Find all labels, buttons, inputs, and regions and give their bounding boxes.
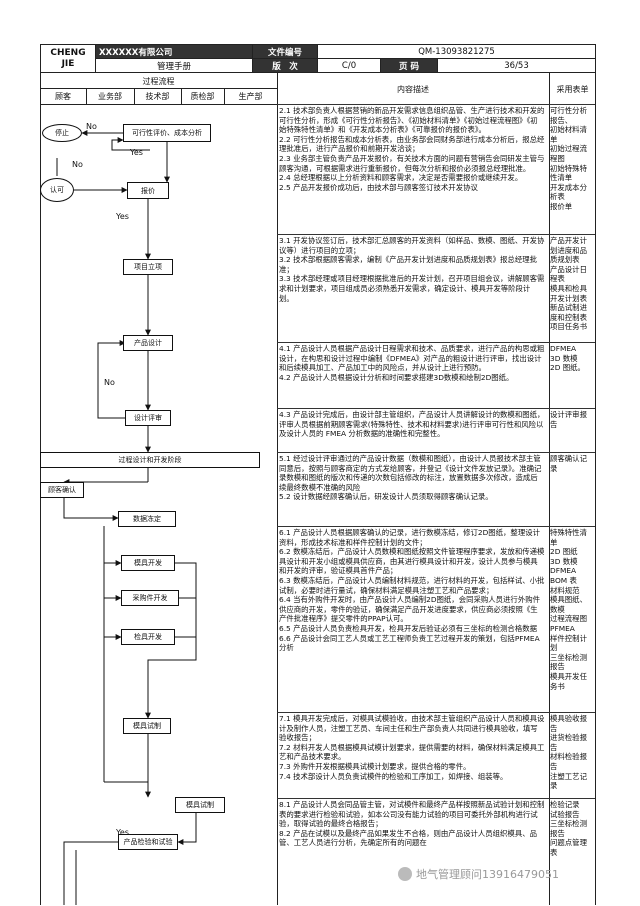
- data-freeze-node: 数据冻定: [118, 511, 176, 527]
- table-row: 4.3 产品设计完成后，由设计部主管组织，产品设计人员讲解设计的数模和图纸，评审…: [277, 408, 595, 453]
- stage-node: 过程设计和开发阶段: [40, 452, 260, 468]
- quote-node: 报价: [127, 182, 169, 199]
- purchase-dev-node: 采购件开发: [121, 590, 179, 606]
- forms-heading: 采用表单: [556, 85, 589, 94]
- row-description: 2.1 技术部负责人根据营销的新品开发需求信息组织品管、生产进行技术和开发的可行…: [279, 106, 545, 192]
- row-forms: 可行性分析报告、 初始材料清单 初始过程流程图 初始特殊特性清单 开发成本分析表…: [550, 106, 587, 211]
- customer-confirm-node: 顾客确认: [40, 482, 84, 498]
- document-header: CHENG JIE XXXXXX有限公司 文件编号 QM-13093821275…: [40, 44, 596, 73]
- version-label: 版 次: [252, 58, 318, 73]
- column-sales: 业务部: [98, 92, 122, 101]
- row-forms: 设计评审报告: [550, 410, 587, 429]
- product-test-node: 产品检验和试验: [118, 834, 178, 850]
- row-forms: 特殊特性清单 2D 图纸 3D 数模 DFMEA BOM 表 材料规范 模具图纸…: [550, 528, 587, 691]
- approve-node: 认可: [40, 178, 74, 202]
- table-row: 6.1 产品设计人员根据顾客确认的记录，进行数模冻结，修订2D图纸，整理设计资料…: [277, 526, 595, 713]
- row-forms: 顾客确认记录: [550, 454, 587, 473]
- table-row: 8.1 产品设计人员会同品管主管，对试模件和最终产品样按照新品试验计划和控制表的…: [277, 798, 595, 906]
- table-row: 2.1 技术部负责人根据营销的新品开发需求信息组织品管、生产进行技术和开发的可行…: [277, 104, 595, 235]
- column-production: 生产部: [238, 92, 263, 101]
- design-node: 产品设计: [123, 335, 173, 351]
- feasibility-node: 可行性评价、成本分析: [123, 124, 211, 142]
- table-row: 4.1 产品设计人员根据产品设计日程需求和技术、品质要求，进行产品的构思或粗设计…: [277, 342, 595, 409]
- table-row: 7.1 模具开发完成后，对模具试模验收，由技术部主管组织产品设计人员和模具设计及…: [277, 712, 595, 799]
- process-flow-heading: 过程流程: [142, 77, 175, 86]
- mold-trial-node: 模具试制: [123, 718, 171, 734]
- project-node: 项目立项: [123, 259, 173, 275]
- watermark-text: 地气管理顾问13916479051: [416, 868, 559, 881]
- company-name: XXXXXX有限公司: [95, 44, 253, 59]
- yes-label: Yes: [130, 148, 143, 157]
- column-customer: 顾客: [55, 92, 71, 101]
- row-description: 5.1 经过设计评审通过的产品设计数据（数模和图纸），由设计人员报技术部主管同意…: [279, 454, 542, 502]
- watermark: 地气管理顾问13916479051: [398, 866, 559, 882]
- no-label: No: [72, 160, 83, 169]
- content-heading: 内容描述: [397, 85, 429, 94]
- wechat-icon: [398, 867, 412, 881]
- row-description: 4.3 产品设计完成后，由设计部主管组织，产品设计人员讲解设计的数模和图纸，评审…: [279, 410, 545, 439]
- no-label: No: [104, 378, 115, 387]
- company-abbr: CHENG JIE: [40, 44, 96, 73]
- stop-node: 停止: [42, 124, 82, 142]
- yes-label: Yes: [116, 828, 129, 837]
- no-label: No: [86, 122, 97, 131]
- row-description: 7.1 模具开发完成后，对模具试模验收，由技术部主管组织产品设计人员和模具设计及…: [279, 714, 545, 781]
- review-node: 设计评审: [125, 410, 171, 426]
- column-tech: 技术部: [145, 92, 170, 101]
- fixture-dev-node: 检具开发: [121, 629, 175, 645]
- row-description: 3.1 开发协议签订后，技术部汇总顾客的开发资料（如样品、数模、图纸、开发协议等…: [279, 236, 545, 303]
- row-description: 4.1 产品设计人员根据产品设计日程需求和技术、品质要求，进行产品的构思或粗设计…: [279, 344, 545, 382]
- row-description: 6.1 产品设计人员根据顾客确认的记录，进行数模冻结，修订2D图纸，整理设计资料…: [279, 528, 545, 653]
- row-description: 8.1 产品设计人员会同品管主管，对试模件和最终产品样按照新品试验计划和控制表的…: [279, 800, 545, 848]
- row-forms: DFMEA 3D 数模 2D 图纸。: [550, 344, 585, 373]
- row-forms: 检验记录 试验报告 三坐标检测报告 问题点管理表: [550, 800, 587, 857]
- row-forms: 产品开发计划进度和品质规划表 产品设计日程表 模具和检具开发计划表 新品试制进度…: [550, 236, 587, 332]
- mold-trial-2-node: 模具试制: [175, 797, 225, 813]
- column-qc: 质检部: [190, 92, 215, 101]
- mold-dev-node: 模具开发: [121, 555, 175, 571]
- table-row: 3.1 开发协议签订后，技术部汇总顾客的开发资料（如样品、数模、图纸、开发协议等…: [277, 234, 595, 343]
- row-forms: 模具验收报告 进货检验报告 材料检验报告 注塑工艺记录: [550, 714, 587, 791]
- yes-label: Yes: [116, 212, 129, 221]
- table-row: 5.1 经过设计评审通过的产品设计数据（数模和图纸），由设计人员报技术部主管同意…: [277, 452, 595, 527]
